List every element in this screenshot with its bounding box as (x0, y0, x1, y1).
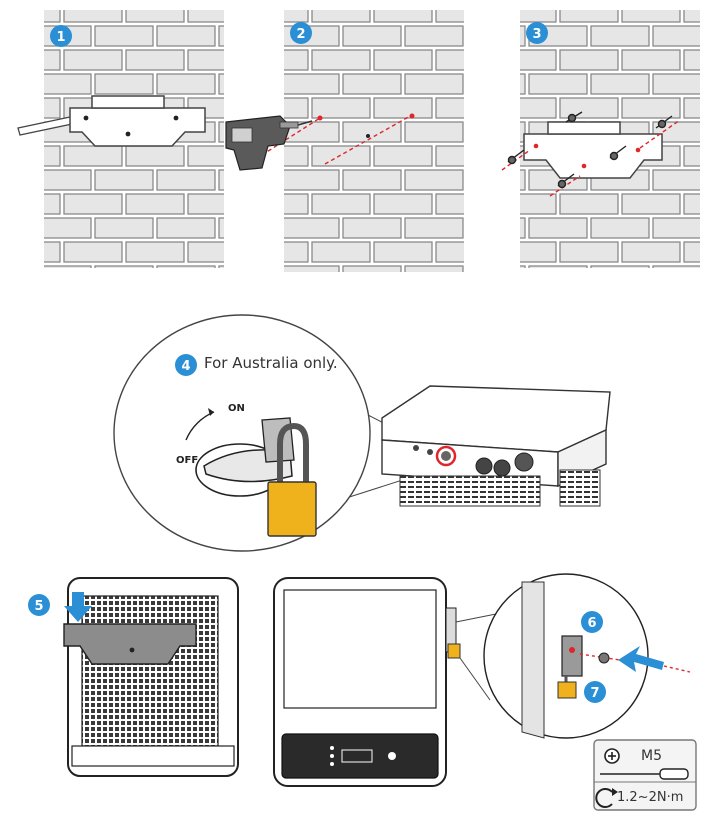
step-number: 1 (56, 30, 65, 45)
mounting-bracket (69, 107, 206, 147)
step-number: 2 (296, 27, 305, 42)
panel-6-7: 6 7 (273, 573, 691, 787)
step-number: 7 (590, 686, 599, 701)
step-number: 4 (181, 359, 190, 374)
step-number: 5 (34, 599, 43, 614)
panel-5: 5 (28, 577, 239, 777)
inverter-bottom-view (381, 385, 611, 507)
padlock-icon (447, 643, 461, 659)
torque-rotation-icon (595, 788, 618, 808)
panel-4: 4 (113, 314, 611, 552)
panel-3: 3 (501, 10, 700, 268)
phillips-screwdriver-icon (600, 748, 689, 780)
step-badge-1: 1 (50, 25, 72, 47)
drill-line (261, 117, 321, 156)
switch-off-label: OFF (176, 455, 199, 466)
tool-spec-box (593, 739, 697, 811)
step-badge-2: 2 (290, 22, 312, 44)
mounting-bracket (63, 623, 197, 665)
screw-size-label: M5 (641, 748, 662, 764)
australia-note: For Australia only. (204, 354, 338, 372)
dc-switch (185, 408, 295, 497)
step-number: 6 (587, 616, 596, 631)
padlock-icon (267, 422, 317, 537)
detail-callout-circle (113, 314, 371, 552)
arrow-down-icon (64, 592, 92, 622)
switch-on-label: ON (228, 403, 245, 414)
callout-line (459, 657, 491, 701)
arrow-left-icon (618, 646, 664, 672)
torque-label: 1.2~2N·m (617, 790, 684, 805)
panel-2: 2 (225, 10, 464, 272)
drill-icon (225, 115, 313, 171)
padlock-icon (557, 681, 577, 699)
mounting-bracket (523, 133, 663, 179)
drill-line (324, 114, 413, 165)
expansion-bolt (507, 111, 673, 189)
step-badge-7: 7 (584, 681, 606, 703)
brick-wall (284, 10, 464, 272)
step-badge-4: 4 (175, 354, 197, 376)
heatsink (81, 595, 219, 747)
step-badge-6: 6 (581, 611, 603, 633)
step-badge-3: 3 (526, 22, 548, 44)
step-number: 3 (532, 27, 541, 42)
step-badge-5: 5 (28, 594, 50, 616)
panel-1: 1 (17, 10, 224, 268)
